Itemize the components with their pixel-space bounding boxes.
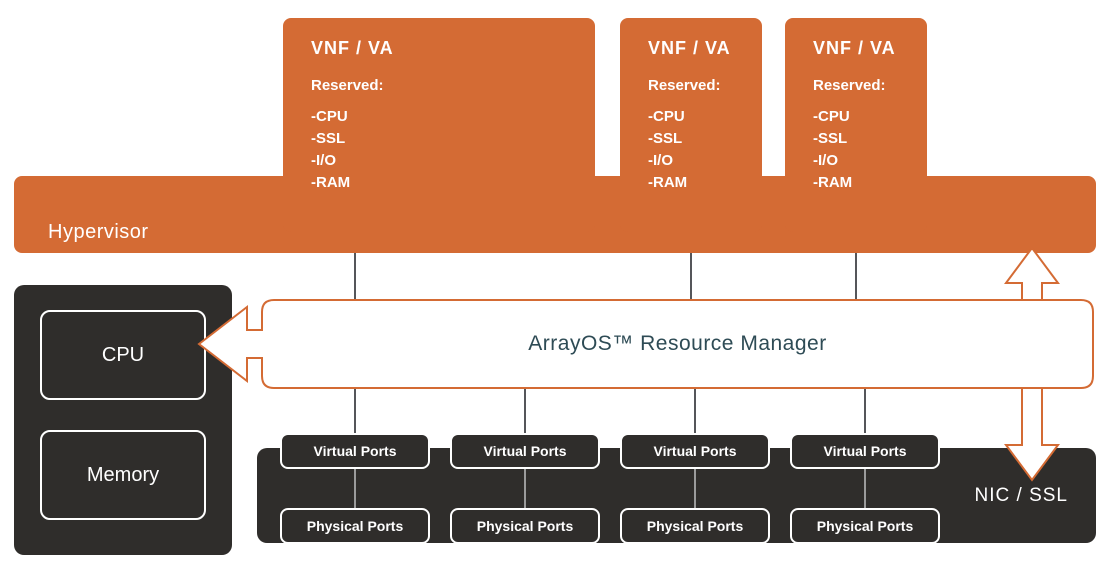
vnf-reserved-list: -CPU -SSL -I/O -RAM <box>311 106 595 194</box>
virtual-ports-label: Virtual Ports <box>823 443 907 459</box>
physical-ports-box-4: Physical Ports <box>790 508 940 544</box>
vnf-va-box-2: VNF / VA Reserved: -CPU -SSL -I/O -RAM <box>620 18 762 232</box>
cpu-label: CPU <box>101 343 145 366</box>
connector-line-vnf1 <box>354 253 356 300</box>
vnf-va-box-3: VNF / VA Reserved: -CPU -SSL -I/O -RAM <box>785 18 927 232</box>
vnf-item-ssl: -SSL <box>311 130 346 147</box>
resource-manager-shape <box>197 299 1094 389</box>
virtual-ports-box-2: Virtual Ports <box>450 433 600 469</box>
memory-box: Memory <box>40 430 206 520</box>
vnf-reserved-label: Reserved: <box>648 77 721 94</box>
vnf-reserved-label: Reserved: <box>311 77 384 94</box>
nic-ssl-label: NIC / SSL <box>974 484 1068 506</box>
connector-line-rm-vp1 <box>354 388 356 434</box>
vnf-title: VNF / VA <box>813 38 896 58</box>
hardware-box: CPU Memory <box>14 285 232 555</box>
vnf-item-ram: -RAM <box>311 174 351 191</box>
physical-ports-label: Physical Ports <box>646 518 744 534</box>
vnf-item-ssl: -SSL <box>648 130 683 147</box>
vnf-item-ssl: -SSL <box>813 130 848 147</box>
connector-line-ports4 <box>864 467 866 509</box>
vnf-item-cpu: -CPU <box>648 108 685 125</box>
vnf-item-io: -I/O <box>648 152 673 169</box>
physical-ports-label: Physical Ports <box>476 518 574 534</box>
virtual-ports-box-4: Virtual Ports <box>790 433 940 469</box>
connector-line-rm-vp2 <box>524 388 526 434</box>
resource-manager-label: ArrayOS™ Resource Manager <box>528 332 827 355</box>
vnf-reserved-label: Reserved: <box>813 77 886 94</box>
connector-line-vnf2 <box>690 253 692 300</box>
physical-ports-label: Physical Ports <box>816 518 914 534</box>
physical-ports-box-2: Physical Ports <box>450 508 600 544</box>
virtual-ports-box-3: Virtual Ports <box>620 433 770 469</box>
physical-ports-label: Physical Ports <box>306 518 404 534</box>
connector-line-vnf3 <box>855 253 857 300</box>
connector-line-ports1 <box>354 467 356 509</box>
virtual-ports-box-1: Virtual Ports <box>280 433 430 469</box>
hypervisor-label: Hypervisor <box>48 221 149 243</box>
vnf-title: VNF / VA <box>311 38 394 58</box>
virtual-ports-label: Virtual Ports <box>653 443 737 459</box>
vnf-va-box-1: VNF / VA Reserved: -CPU -SSL -I/O -RAM <box>283 18 595 232</box>
vnf-reserved-list: -CPU -SSL -I/O -RAM <box>813 106 927 194</box>
cpu-box: CPU <box>40 310 206 400</box>
connector-line-rm-vp4 <box>864 388 866 434</box>
physical-ports-box-1: Physical Ports <box>280 508 430 544</box>
virtual-ports-label: Virtual Ports <box>483 443 567 459</box>
connector-line-ports2 <box>524 467 526 509</box>
vnf-item-ram: -RAM <box>648 174 688 191</box>
virtual-ports-label: Virtual Ports <box>313 443 397 459</box>
physical-ports-box-3: Physical Ports <box>620 508 770 544</box>
vnf-reserved-list: -CPU -SSL -I/O -RAM <box>648 106 762 194</box>
connector-line-rm-vp3 <box>694 388 696 434</box>
vnf-title: VNF / VA <box>648 38 731 58</box>
vnf-item-cpu: -CPU <box>813 108 850 125</box>
memory-label: Memory <box>86 463 160 486</box>
vnf-item-ram: -RAM <box>813 174 853 191</box>
vnf-item-cpu: -CPU <box>311 108 348 125</box>
connector-line-ports3 <box>694 467 696 509</box>
vnf-item-io: -I/O <box>813 152 838 169</box>
vnf-item-io: -I/O <box>311 152 336 169</box>
